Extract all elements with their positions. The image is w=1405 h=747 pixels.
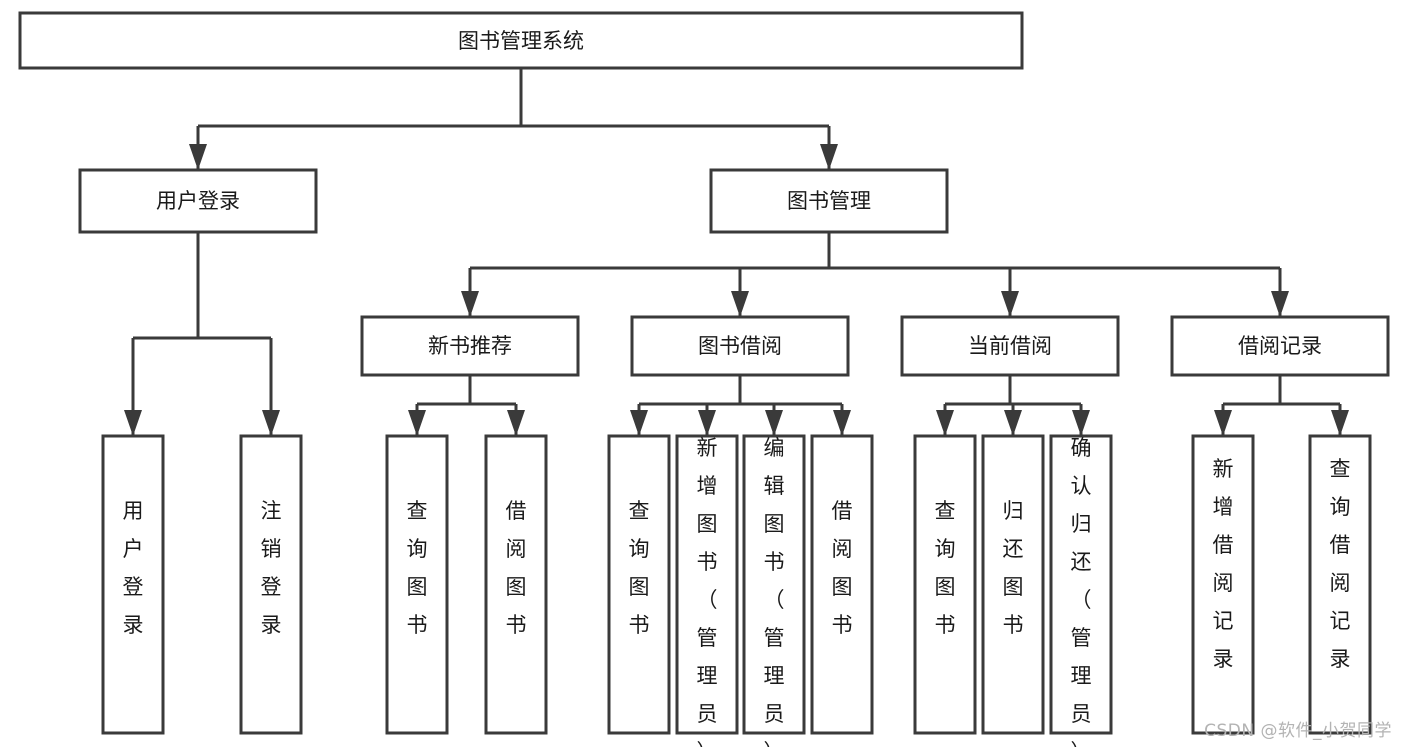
edge-current-arrow-2 — [1072, 410, 1090, 436]
leaf-recommend-borrow-book-box[interactable] — [484, 434, 548, 735]
leaf-user-login-login-label: 用户登录 — [123, 499, 144, 637]
node-user-login[interactable]: 用户登录 — [78, 168, 318, 234]
edge-record-arrow-0 — [1214, 410, 1232, 436]
node-book-management-label: 图书管理 — [787, 189, 871, 213]
node-root-label: 图书管理系统 — [458, 29, 584, 53]
edge-root-arrow-0 — [189, 144, 207, 170]
leaf-current-confirm-return[interactable]: 确认归还（管理员） — [1049, 434, 1113, 747]
leaf-current-query-book[interactable]: 查询图书 — [913, 434, 977, 735]
node-borrow-record[interactable]: 借阅记录 — [1170, 315, 1390, 377]
leaf-record-query-record-label: 查询借阅记录 — [1330, 457, 1351, 671]
leaf-current-confirm-return-label: 确认归还（管理员） — [1071, 436, 1092, 747]
node-book-management[interactable]: 图书管理 — [709, 168, 949, 234]
edge-current-arrow-1 — [1004, 410, 1022, 436]
leaf-current-return-book[interactable]: 归还图书 — [981, 434, 1045, 735]
leaf-recommend-borrow-book[interactable]: 借阅图书 — [484, 434, 548, 735]
edge-record-arrow-1 — [1331, 410, 1349, 436]
leaf-borrow-add-book[interactable]: 新增图书（管理员） — [675, 434, 739, 747]
leaf-current-query-book-box[interactable] — [913, 434, 977, 735]
leaf-record-query-record[interactable]: 查询借阅记录 — [1308, 434, 1372, 735]
leaf-user-login-logout[interactable]: 注销登录 — [239, 434, 303, 735]
connector-layer — [124, 68, 1349, 436]
leaf-borrow-query-book-label: 查询图书 — [629, 499, 650, 637]
node-new-book-recommend[interactable]: 新书推荐 — [360, 315, 580, 377]
leaf-borrow-borrow-book[interactable]: 借阅图书 — [810, 434, 874, 735]
edge-recommend-arrow-0 — [408, 410, 426, 436]
leaf-borrow-edit-book[interactable]: 编辑图书（管理员） — [742, 434, 806, 747]
node-book-borrow-label: 图书借阅 — [698, 334, 782, 358]
leaf-borrow-query-book-box[interactable] — [607, 434, 671, 735]
edge-current-arrow-0 — [936, 410, 954, 436]
leaf-record-add-record-box[interactable] — [1191, 434, 1255, 735]
edge-book-mgmt-arrow-1 — [731, 291, 749, 317]
edge-book-mgmt-arrow-2 — [1001, 291, 1019, 317]
leaf-borrow-borrow-book-box[interactable] — [810, 434, 874, 735]
node-current-borrow-label: 当前借阅 — [968, 334, 1052, 358]
edge-borrow-arrow-1 — [698, 410, 716, 436]
leaf-borrow-edit-book-label: 编辑图书（管理员） — [764, 436, 785, 747]
node-current-borrow-box[interactable] — [900, 315, 1120, 377]
leaf-user-login-login[interactable]: 用户登录 — [101, 434, 165, 735]
edge-borrow-arrow-2 — [765, 410, 783, 436]
node-root[interactable]: 图书管理系统 — [18, 11, 1024, 70]
leaf-borrow-edit-book-box[interactable] — [742, 434, 806, 735]
edge-book-mgmt-arrow-0 — [461, 291, 479, 317]
node-book-borrow[interactable]: 图书借阅 — [630, 315, 850, 377]
edge-recommend-arrow-1 — [507, 410, 525, 436]
edge-borrow-arrow-3 — [833, 410, 851, 436]
leaf-recommend-query-book-label: 查询图书 — [407, 499, 428, 637]
leaf-borrow-add-book-box[interactable] — [675, 434, 739, 735]
node-current-borrow[interactable]: 当前借阅 — [900, 315, 1120, 377]
node-new-book-recommend-label: 新书推荐 — [428, 334, 512, 358]
node-borrow-record-label: 借阅记录 — [1238, 334, 1322, 358]
edge-book-mgmt-arrow-3 — [1271, 291, 1289, 317]
leaf-recommend-query-book[interactable]: 查询图书 — [385, 434, 449, 735]
leaf-record-add-record-label: 新增借阅记录 — [1213, 457, 1234, 671]
leaf-record-add-record[interactable]: 新增借阅记录 — [1191, 434, 1255, 735]
edge-borrow-arrow-0 — [630, 410, 648, 436]
leaf-current-return-book-label: 归还图书 — [1003, 499, 1024, 637]
edge-root-arrow-1 — [820, 144, 838, 170]
leaf-recommend-borrow-book-label: 借阅图书 — [506, 499, 527, 637]
node-user-login-label: 用户登录 — [156, 189, 240, 213]
node-user-login-box[interactable] — [78, 168, 318, 234]
leaf-borrow-borrow-book-label: 借阅图书 — [832, 499, 853, 637]
node-new-book-recommend-box[interactable] — [360, 315, 580, 377]
leaf-current-query-book-label: 查询图书 — [935, 499, 956, 637]
leaf-user-login-login-box[interactable] — [101, 434, 165, 735]
edge-user-login-arrow-0 — [124, 410, 142, 436]
leaf-record-query-record-box[interactable] — [1308, 434, 1372, 735]
leaf-borrow-add-book-label: 新增图书（管理员） — [697, 436, 718, 747]
node-root-box[interactable] — [18, 11, 1024, 70]
edge-user-login-arrow-1 — [262, 410, 280, 436]
watermark-text: CSDN @软件_小贺同学 — [1204, 721, 1392, 741]
leaf-borrow-query-book[interactable]: 查询图书 — [607, 434, 671, 735]
leaf-user-login-logout-label: 注销登录 — [261, 499, 282, 637]
